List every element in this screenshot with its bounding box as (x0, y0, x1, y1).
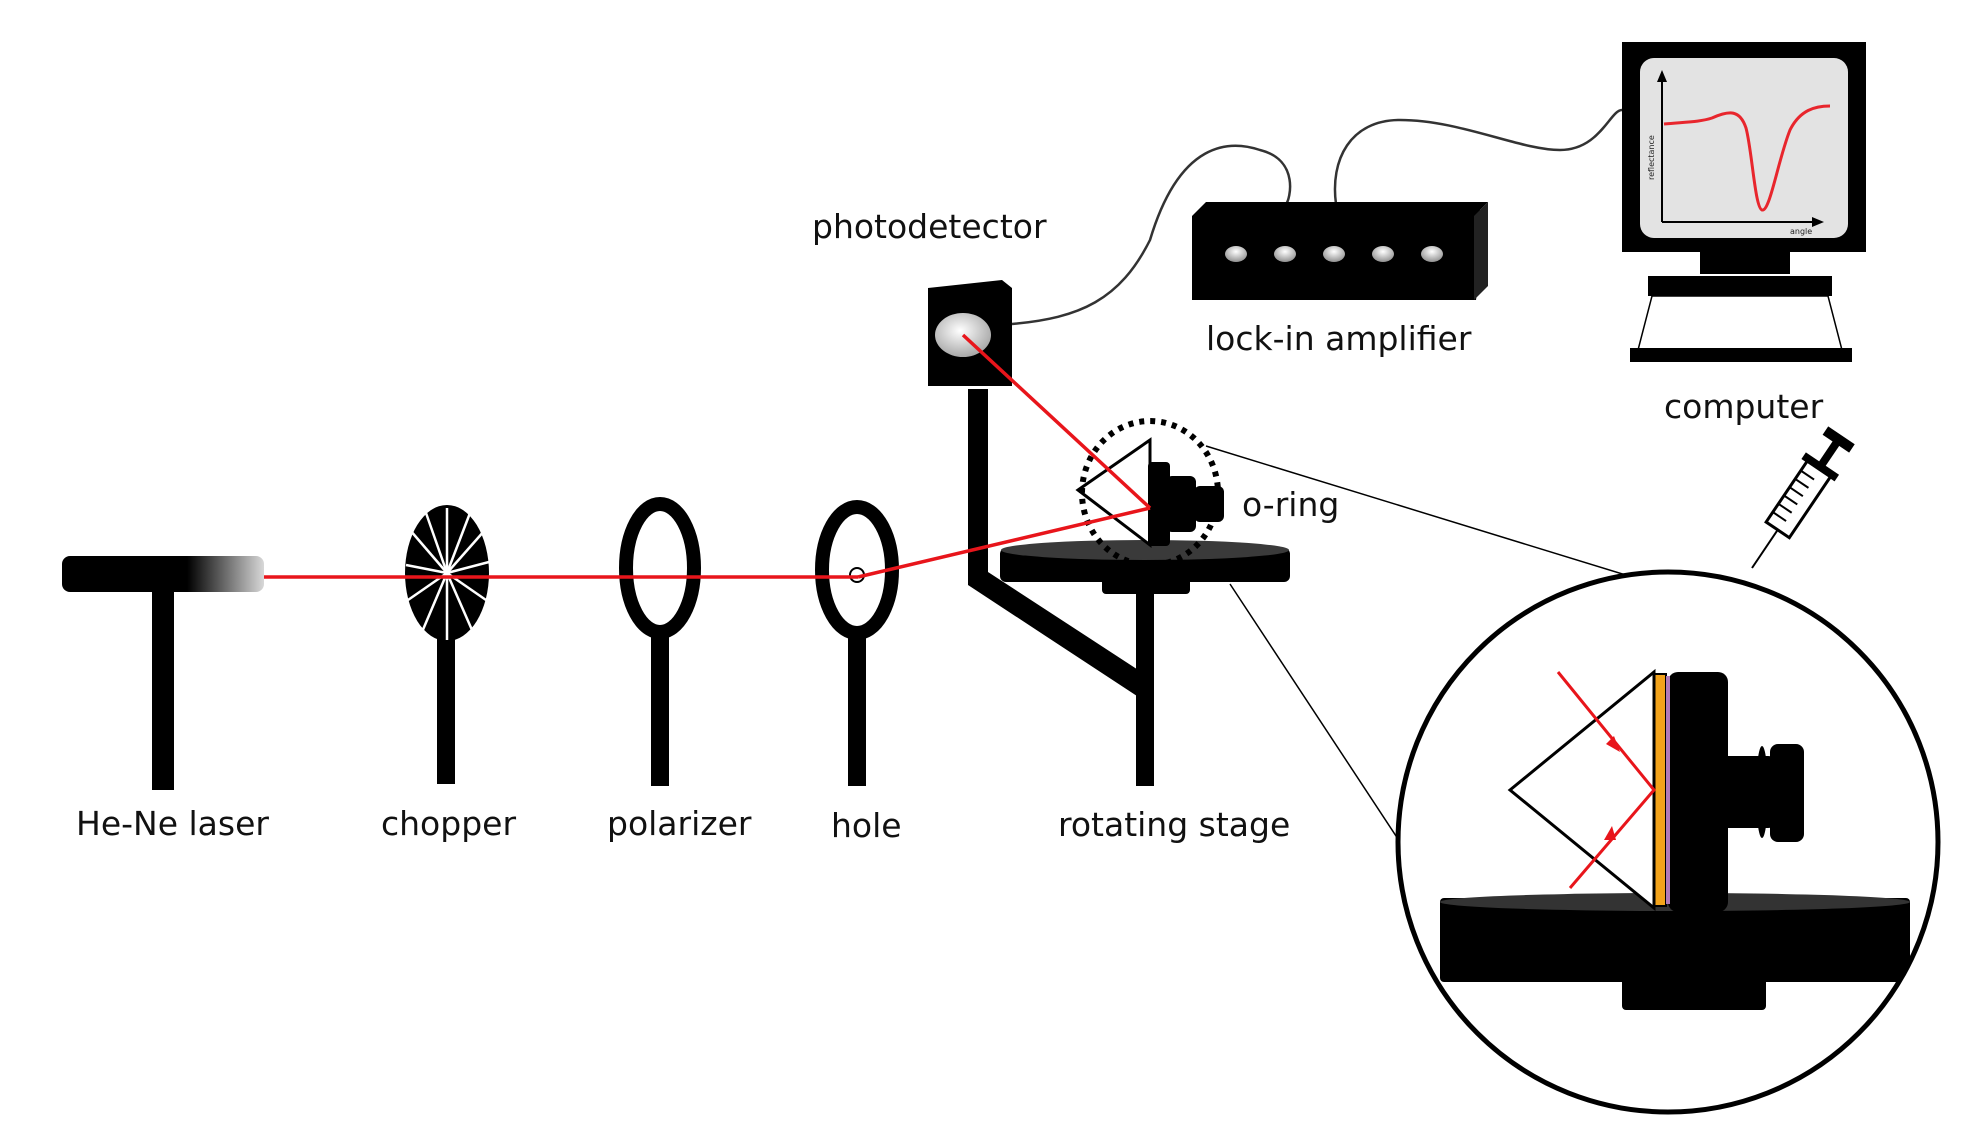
he-ne-laser (62, 556, 264, 790)
label-o-ring: o-ring (1242, 485, 1339, 524)
laser-beam (264, 333, 1152, 579)
screen-ylabel: reflectance (1647, 135, 1656, 180)
photodetector (928, 280, 1146, 702)
rotating-stage (1000, 418, 1290, 786)
lock-in-amplifier (1192, 202, 1488, 300)
hole-aperture (815, 500, 899, 786)
chopper (405, 505, 490, 784)
magnified-inset (1395, 569, 1941, 1115)
computer-monitor: reflectance angle (1622, 42, 1866, 362)
label-chopper: chopper (381, 804, 516, 843)
zoom-guide-lines (1205, 445, 1669, 843)
label-computer: computer (1664, 387, 1824, 426)
signal-cables (1011, 108, 1623, 326)
label-photodetector: photodetector (812, 207, 1047, 246)
syringe-icon (1751, 426, 1855, 569)
label-he-ne-laser: He-Ne laser (76, 804, 269, 843)
label-rotating-stage: rotating stage (1058, 805, 1290, 844)
screen-xlabel: angle (1790, 227, 1812, 236)
polarizer (619, 497, 701, 786)
label-lock-in-amplifier: lock-in amplifier (1206, 319, 1472, 358)
label-hole: hole (831, 806, 902, 845)
screen-plot: reflectance angle (1647, 70, 1831, 236)
reflectance-curve (1663, 104, 1831, 212)
label-polarizer: polarizer (607, 804, 752, 843)
